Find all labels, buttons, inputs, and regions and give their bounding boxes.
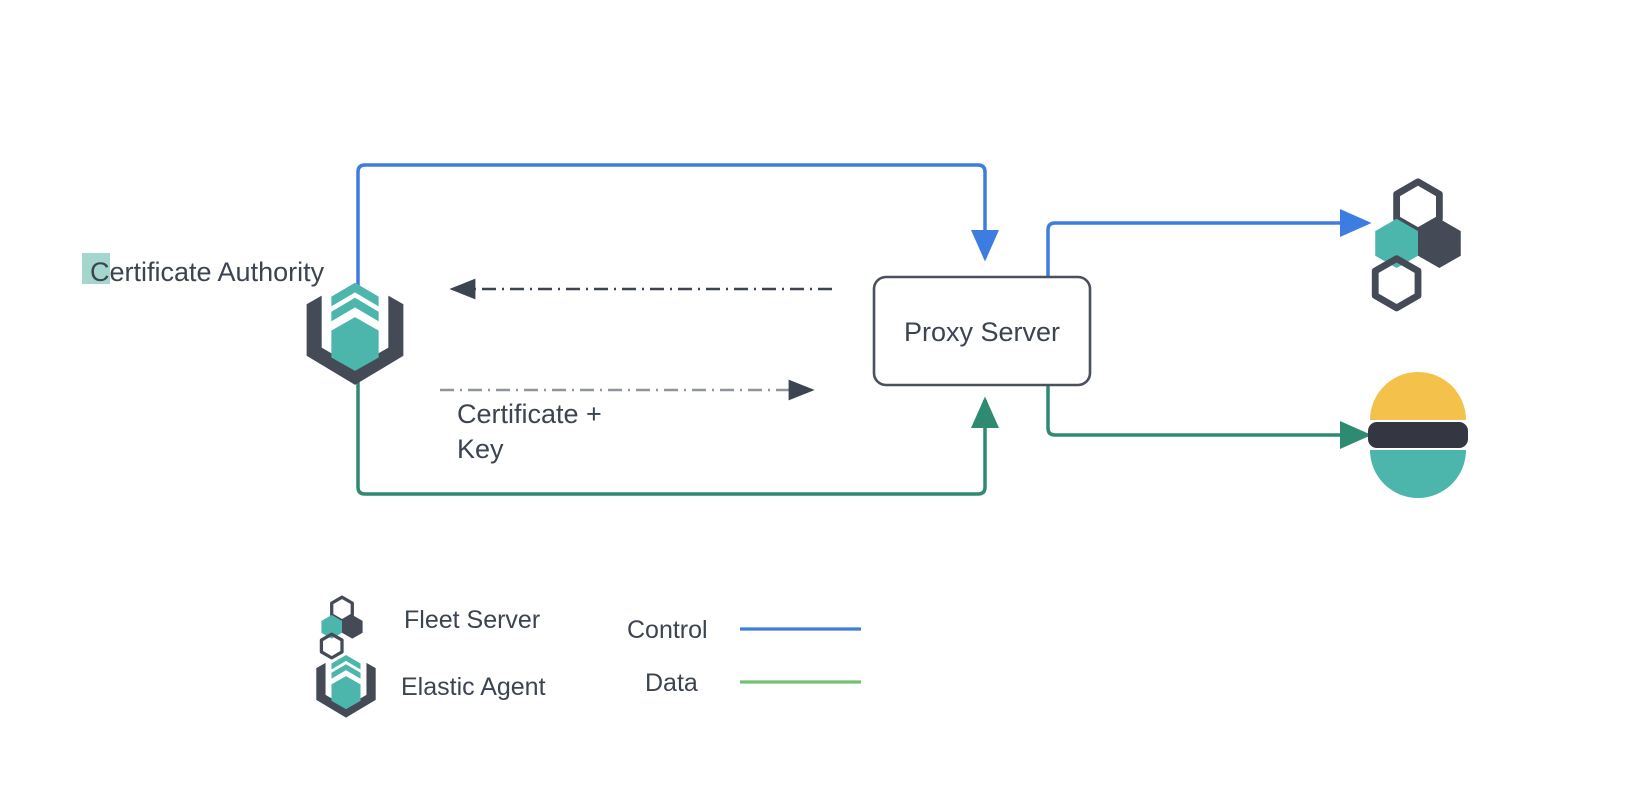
fleet-server-node[interactable] [1371,178,1461,312]
certificate-authority-label-group: Certificate Authority [82,253,325,287]
certificate-key-line2: Key [457,434,504,464]
legend-fleet-server-item[interactable]: Fleet Server [319,595,540,660]
elastic-agent-icon [306,282,404,385]
certificate-authority-icon[interactable] [306,282,404,385]
proxy-server-node[interactable]: Proxy Server [872,275,1092,387]
elasticsearch-node[interactable] [1368,372,1468,498]
data-edge-proxy-to-elasticsearch [1046,385,1372,449]
proxy-server-box [872,275,1092,387]
certificate-key-line1: Certificate + [457,399,602,429]
control-edge-agent-to-proxy [356,163,999,288]
legend-elastic-agent-label: Elastic Agent [401,673,546,701]
legend-elastic-agent-item[interactable]: Elastic Agent [316,654,546,718]
fleet-server-icon [1371,178,1461,312]
fleet-server-icon [319,595,363,660]
proxy-server-label: Proxy Server [904,317,1060,347]
elasticsearch-icon [1368,372,1468,498]
certificate-key-label: Certificate + Key [457,399,602,464]
legend-data-item[interactable]: Data [645,669,861,697]
legend-data-label: Data [645,669,698,697]
legend-control-item[interactable]: Control [627,616,861,644]
legend-fleet-server-label: Fleet Server [404,606,540,634]
elastic-agent-icon [316,654,376,718]
data-edge-agent-to-proxy [356,375,999,496]
control-edge-proxy-to-fleet [1046,209,1372,278]
legend-control-label: Control [627,616,708,644]
certificate-authority-highlight [82,253,110,284]
certificate-authority-label: Certificate Authority [90,257,325,287]
